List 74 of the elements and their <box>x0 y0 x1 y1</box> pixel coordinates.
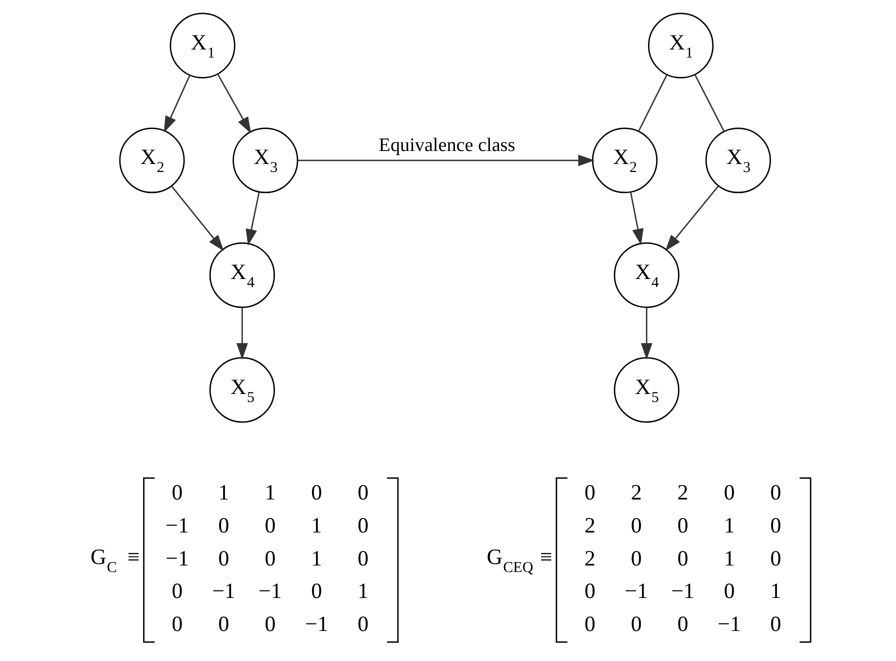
label: 0 <box>264 546 276 570</box>
label: 0 <box>357 513 368 538</box>
label: 0 <box>676 546 688 570</box>
edge-label: Equivalence class <box>378 135 515 156</box>
label: 0 <box>723 480 734 505</box>
node-circle: X$_{1}$ <box>169 12 235 78</box>
label: 0 <box>584 480 595 505</box>
label: 0 <box>770 546 781 570</box>
label: G$_{C}$ ≡ <box>90 544 140 576</box>
label: 0 <box>630 612 642 636</box>
label: −1 <box>304 612 328 636</box>
label: 1 <box>770 579 781 604</box>
node-circle: X$_{1}$ <box>648 12 714 78</box>
label: −1 <box>717 612 740 636</box>
arrow <box>170 186 224 252</box>
arrow <box>664 186 718 252</box>
label: 1 <box>723 513 734 538</box>
node-circle: X$_{3}$ <box>704 128 770 194</box>
node-circle: X$_{3}$ <box>232 128 298 194</box>
label: 0 <box>676 612 688 636</box>
label: 0 <box>630 546 642 570</box>
label: 0 <box>171 612 182 636</box>
label: 0 <box>310 480 322 505</box>
node-circle: X$_{5}$ <box>208 357 274 423</box>
node-circle: X$_{4}$ <box>208 242 274 308</box>
label: 0 <box>357 546 368 570</box>
label: −1 <box>624 579 648 604</box>
label: 2 <box>584 513 595 538</box>
label: 0 <box>218 612 229 636</box>
label: 1 <box>218 480 229 505</box>
connector <box>638 74 668 132</box>
label: −1 <box>165 513 188 538</box>
label: 1 <box>310 513 322 538</box>
label: 0 <box>218 513 229 538</box>
label: 1 <box>310 546 322 570</box>
label: 0 <box>630 513 642 538</box>
label: −1 <box>258 579 282 604</box>
label: 1 <box>723 546 734 570</box>
node-circle: X$_{2}$ <box>118 128 184 194</box>
label: 0 <box>357 480 368 505</box>
connector <box>694 74 724 132</box>
label: 2 <box>630 480 642 505</box>
label: 0 <box>171 579 182 604</box>
node-circle: X$_{2}$ <box>591 128 658 194</box>
label: 0 <box>723 579 734 604</box>
label: 0 <box>218 546 229 570</box>
label: 2 <box>584 546 595 570</box>
label: 1 <box>264 480 276 505</box>
label: 0 <box>770 612 781 636</box>
label: 0 <box>584 579 595 604</box>
arrow <box>640 308 652 360</box>
node-circle: X$_{5}$ <box>613 357 679 423</box>
label: 0 <box>584 612 595 636</box>
arrow <box>630 192 644 246</box>
arrow <box>297 154 594 166</box>
label: 2 <box>676 480 688 505</box>
arrow <box>163 74 190 133</box>
arrow <box>216 74 251 134</box>
label: 0 <box>310 579 322 604</box>
label: 0 <box>770 480 781 505</box>
node-circle: X$_{4}$ <box>613 242 679 308</box>
label: −1 <box>670 579 694 604</box>
arrow <box>236 308 248 360</box>
label: 0 <box>264 513 276 538</box>
label: 0 <box>676 513 688 538</box>
label: 0 <box>770 513 781 538</box>
label: −1 <box>212 579 235 604</box>
label: 0 <box>357 612 368 636</box>
label: G$_{CEQ}$ ≡ <box>486 544 552 576</box>
label: −1 <box>165 546 188 570</box>
arrow <box>245 192 260 246</box>
label: 0 <box>171 480 182 505</box>
label: 1 <box>357 579 368 604</box>
label: 0 <box>264 612 276 636</box>
